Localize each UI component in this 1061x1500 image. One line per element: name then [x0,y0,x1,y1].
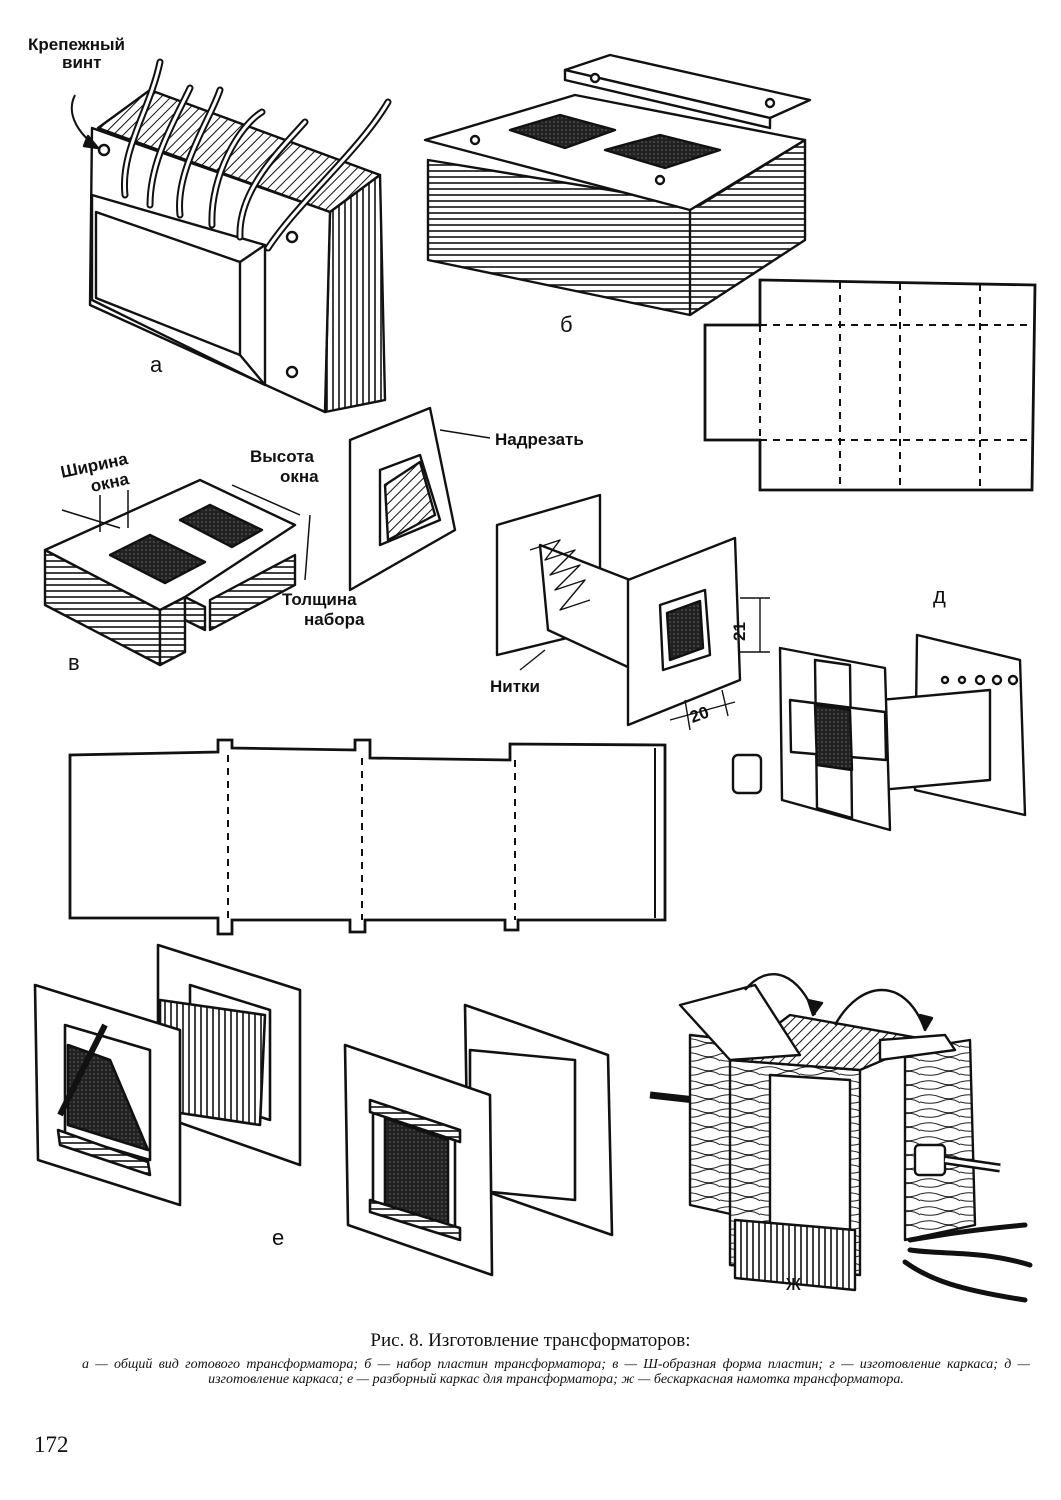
figure-illustration: Крепежный винт а б [28,35,1037,1303]
cut-here-label: Надрезать [495,430,584,449]
panel-letter-v: в [68,650,80,675]
figure-v-e-shaped-plate [43,478,311,667]
figure-a-assembled-transformer [70,58,392,414]
window-height-label-1: Высота [250,447,315,466]
threads-label: Нитки [490,677,540,696]
figure-description: а — общий вид готового трансформатора; б… [82,1357,1030,1387]
mounting-screw-label-2: винт [62,53,102,72]
panel-letter-a: а [150,352,163,377]
panel-letter-zh: ж [786,1270,801,1295]
figure-e-collapsible-frame-2 [343,1003,614,1277]
figure-d-assembled-frame [731,633,1027,832]
window-height-label-2: окна [280,467,319,486]
figure-zh-frameless-winding [649,972,1033,1303]
stack-thickness-label-2: набора [304,610,365,629]
stack-thickness-label-1: Толщина [282,590,357,609]
panel-letter-d: д [933,583,946,608]
dimension-20: 20 [687,703,711,727]
panel-letter-e: е [272,1225,284,1250]
figure-g-frame-template [703,278,1037,492]
panel-letter-b: б [560,312,573,337]
figure-e-collapsible-frame-1 [33,943,302,1207]
figure-caption: Рис. 8. Изготовление трансформаторов: [370,1330,691,1351]
mounting-screw-label-1: Крепежный [28,35,125,54]
figure-cut-plate [348,406,491,592]
dimension-21: 21 [730,622,749,641]
figure-d-frame-with-threads [495,493,770,731]
page-number: 172 [34,1432,69,1457]
figure-unfolded-strip [68,738,667,936]
figure-b-lamination-stack [423,53,812,317]
